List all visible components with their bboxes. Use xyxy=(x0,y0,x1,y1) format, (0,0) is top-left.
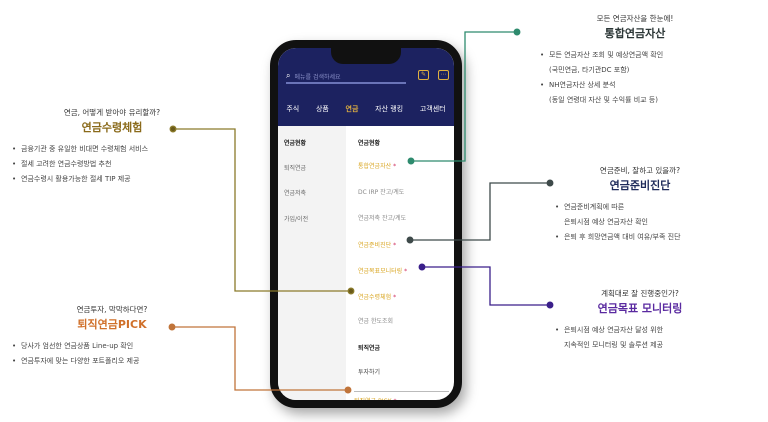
bullet: 연금수령시 활용가능한 절세 TIP 제공 xyxy=(12,172,212,187)
section-retirement: 퇴직연금 xyxy=(358,345,381,352)
bullet-cont: 은퇴시점 예상 연금자산 확인 xyxy=(564,217,648,226)
callout-title: 연금준비진단 xyxy=(609,178,671,192)
callout-pick: 연금투자, 막막하다면? 퇴직연금PICK 당사가 엄선한 연금상품 Line-… xyxy=(12,305,212,369)
bullet: NH연금자산 상세 분석 xyxy=(540,78,730,93)
callout-subtitle: 연금준비, 잘하고 있을까? xyxy=(599,166,681,175)
bullet: 은퇴 후 희망연금액 대비 여유/부족 진단 xyxy=(555,230,725,245)
search-icon: ⌕ xyxy=(286,71,291,80)
left-menu-pension-status[interactable]: 연금현황 xyxy=(284,140,307,147)
bullet-cont: (국민연금, 타기관DC 포함) xyxy=(549,65,630,74)
left-menu-savings[interactable]: 연금저축 xyxy=(284,190,307,197)
menu-limit-inquiry[interactable]: 연금 한도조회 xyxy=(358,318,394,325)
menu-receipt[interactable]: 연금수령체험 xyxy=(358,292,453,301)
menu-pick[interactable]: 퇴직연금 PICK xyxy=(354,391,449,400)
left-menu: 연금현황 퇴직연금 연금저축 가입/이전 xyxy=(278,126,346,400)
tab-products[interactable]: 상품 xyxy=(315,105,329,113)
callout-title: 퇴직연금PICK xyxy=(77,317,147,331)
bullet: 당사가 엄선한 연금상품 Line-up 확인 xyxy=(12,339,212,354)
callout-subtitle: 연금투자, 막막하다면? xyxy=(76,305,148,314)
bullet: 절세 고려한 연금수령방법 추천 xyxy=(12,157,212,172)
callout-subtitle: 연금, 어떻게 받아야 유리할까? xyxy=(63,108,161,117)
menu-integrated-assets[interactable]: 통합연금자산 xyxy=(358,161,453,170)
tab-stocks[interactable]: 주식 xyxy=(286,105,300,113)
edit-icon[interactable]: ✎ xyxy=(418,70,429,80)
bullet: 연금투자에 맞는 다양한 포트폴리오 제공 xyxy=(12,354,212,369)
bullet-cont: 지속적인 모니터링 및 솔루션 제공 xyxy=(564,340,664,349)
menu-monitoring[interactable]: 연금목표모니터링 xyxy=(358,266,453,275)
menu-savings-balance[interactable]: 연금저축 잔고/계도 xyxy=(358,215,407,222)
nav-tabs: 주식 상품 연금 자산 랭킹 고객센터 xyxy=(278,104,454,114)
callout-receipt: 연금, 어떻게 받아야 유리할까? 연금수령체험 금융기관 중 유일한 비대면 … xyxy=(12,108,212,187)
search-input[interactable]: ⌕메뉴를 검색하세요 xyxy=(286,70,406,84)
tab-asset-ranking[interactable]: 자산 랭킹 xyxy=(375,105,404,113)
menu-dc-irp[interactable]: DC IRP 잔고/계도 xyxy=(358,189,405,196)
left-menu-join-transfer[interactable]: 가입/이전 xyxy=(284,216,309,223)
callout-title: 연금목표 모니터링 xyxy=(597,301,683,315)
bullet: 금융기관 중 유일한 비대면 수령체험 서비스 xyxy=(12,142,212,157)
chat-icon[interactable]: ⋯ xyxy=(438,70,449,80)
callout-integrated: 모든 연금자산을 한눈에! 통합연금자산 모든 연금자산 조회 및 예상연금액 … xyxy=(540,14,730,108)
section-pension-status: 연금현황 xyxy=(358,140,381,147)
phone-mockup: ⌕메뉴를 검색하세요 ✎ ⋯ 주식 상품 연금 자산 랭킹 고객센터 연금현황 … xyxy=(270,40,462,408)
bullet-cont: (동일 연령대 자산 및 수익률 비교 등) xyxy=(549,95,658,104)
callout-title: 연금수령체험 xyxy=(81,120,143,134)
phone-notch xyxy=(331,48,401,64)
menu-diagnosis[interactable]: 연금준비진단 xyxy=(358,240,453,249)
left-menu-retirement[interactable]: 퇴직연금 xyxy=(284,165,307,172)
callout-subtitle: 모든 연금자산을 한눈에! xyxy=(596,14,674,23)
callout-title: 통합연금자산 xyxy=(604,26,666,40)
bullet: 은퇴시점 예상 연금자산 달성 위한 xyxy=(555,323,725,338)
bullet: 모든 연금자산 조회 및 예상연금액 확인 xyxy=(540,48,730,63)
menu-invest[interactable]: 투자하기 xyxy=(358,369,381,376)
bullet: 연금준비계획에 따른 xyxy=(555,200,725,215)
search-placeholder: 메뉴를 검색하세요 xyxy=(294,73,341,81)
callout-subtitle: 계획대로 잘 진행중인가? xyxy=(601,289,679,298)
callout-monitoring: 계획대로 잘 진행중인가? 연금목표 모니터링 은퇴시점 예상 연금자산 달성 … xyxy=(555,289,725,353)
tab-customer-center[interactable]: 고객센터 xyxy=(419,105,446,113)
tab-pension[interactable]: 연금 xyxy=(345,105,359,113)
